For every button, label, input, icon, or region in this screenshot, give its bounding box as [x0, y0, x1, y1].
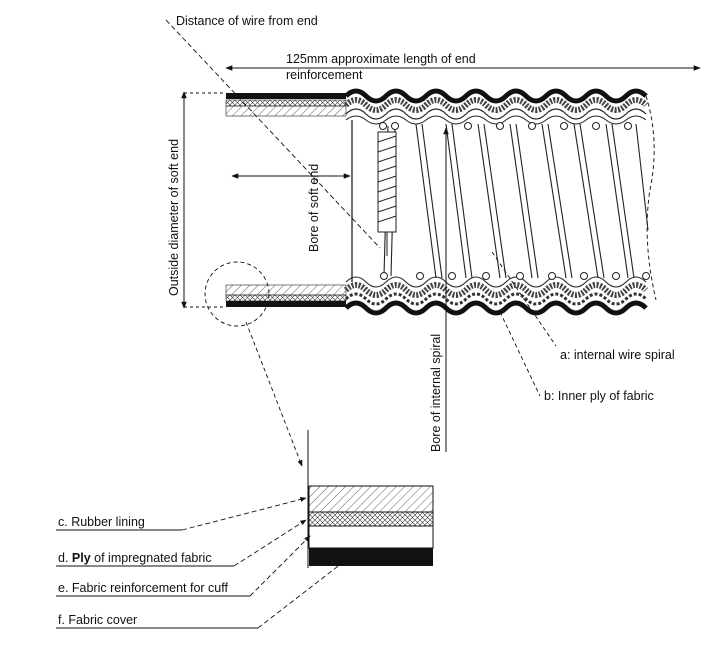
label-ply-bold: Ply: [72, 551, 91, 565]
fabric-cover-layer: [309, 548, 433, 566]
soft-end-bottom-wall: [225, 284, 347, 307]
label-rubber-lining: c. Rubber lining: [58, 515, 145, 529]
label-inner-ply: b: Inner ply of fabric: [544, 389, 654, 403]
label-end-reinforcement-1: 125mm approximate length of end: [286, 52, 476, 66]
label-bore-internal-spiral: Bore of internal spiral: [429, 334, 443, 452]
leader-lines: [165, 19, 557, 467]
label-distance-of-wire: Distance of wire from end: [176, 14, 318, 28]
hose-body: [225, 88, 657, 316]
corrugated-top-wall: [343, 88, 649, 125]
rubber-lining-layer: [308, 485, 434, 513]
label-internal-wire-spiral: a: internal wire spiral: [560, 348, 675, 362]
label-outside-diameter: Outside diameter of soft end: [167, 139, 181, 296]
label-ply-rest: of impregnated fabric: [91, 551, 212, 565]
wire-coil-circles: [379, 122, 650, 280]
impregnated-fabric-layer: [308, 511, 434, 527]
dimension-lines: [181, 65, 701, 452]
detail-leaders: [56, 496, 347, 629]
internal-wire-spiral: [383, 123, 649, 279]
label-end-reinforcement-2: reinforcement: [286, 68, 363, 82]
corrugated-bottom-wall: [343, 276, 649, 316]
cuff-reinforcement-layer: [308, 525, 434, 549]
label-bore-soft-end: Bore of soft end: [307, 164, 321, 252]
soft-end-top-wall: [225, 93, 347, 117]
label-ply-prefix: d.: [58, 551, 72, 565]
label-ply-impregnated: d. Ply of impregnated fabric: [58, 551, 212, 565]
label-fabric-reinforcement: e. Fabric reinforcement for cuff: [58, 581, 229, 595]
detail-cross-section: [307, 430, 434, 568]
label-fabric-cover: f. Fabric cover: [58, 613, 137, 627]
cut-wire-detail: [377, 131, 397, 256]
